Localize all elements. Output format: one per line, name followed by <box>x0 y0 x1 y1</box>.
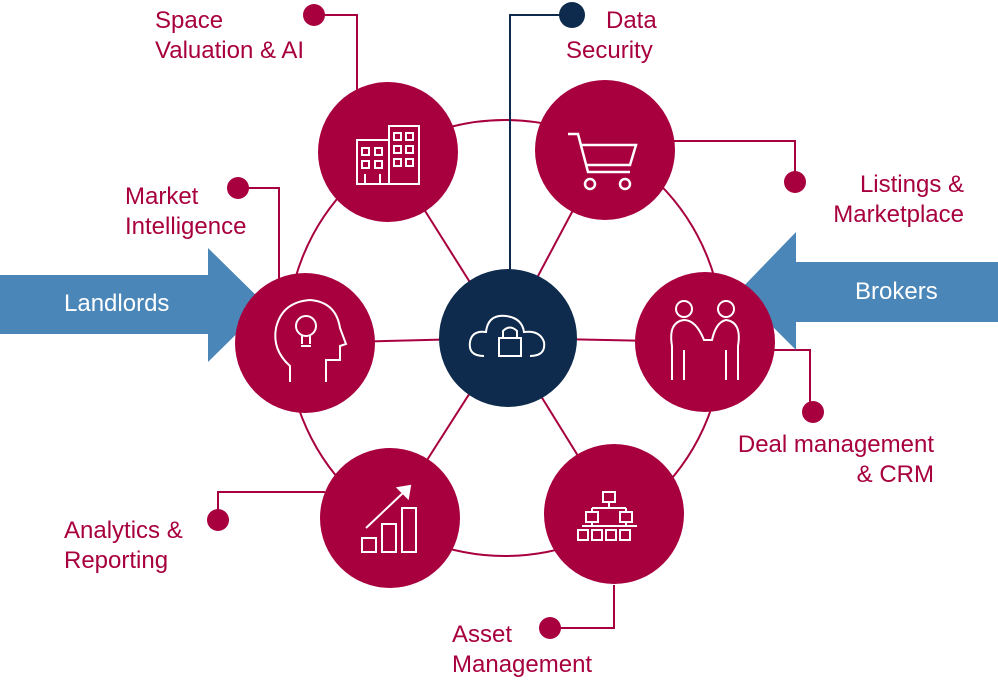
label-hub: Data Security <box>566 6 657 66</box>
head-lightbulb-icon <box>274 298 348 382</box>
label-listings-line1: Listings & <box>859 171 964 198</box>
connector-deal <box>758 349 811 410</box>
dot-space-valuation <box>303 4 325 26</box>
connector-asset <box>550 585 615 629</box>
connector-dots <box>207 4 824 639</box>
label-analytics-line2: Reporting <box>64 547 169 574</box>
label-market-line1: Market <box>125 183 199 210</box>
node-listings <box>535 80 675 220</box>
node-market <box>235 273 375 413</box>
label-hub-line2: Security <box>566 37 653 64</box>
label-deal: Deal management & CRM <box>738 430 934 490</box>
label-analytics-line1: Analytics & <box>64 517 183 544</box>
dot-deal <box>802 401 824 423</box>
label-analytics: Analytics & Reporting <box>64 516 183 576</box>
node-deal <box>635 272 775 412</box>
dot-asset <box>539 617 561 639</box>
handshake-icon <box>670 300 740 380</box>
label-listings-line2: Marketplace <box>833 201 964 228</box>
right-arrow-label: Brokers <box>855 278 938 305</box>
building-icon <box>356 125 420 185</box>
label-asset-line1: Asset <box>452 621 513 648</box>
growth-chart-icon <box>361 484 417 553</box>
label-listings: Listings & Marketplace <box>833 170 964 230</box>
label-market-line2: Intelligence <box>125 213 247 240</box>
label-deal-line2: & CRM <box>856 461 934 488</box>
node-analytics <box>320 448 460 588</box>
dot-analytics <box>207 509 229 531</box>
node-asset <box>544 444 684 584</box>
label-market: Market Intelligence <box>125 182 246 242</box>
label-asset: Asset Management <box>452 620 592 680</box>
dot-market <box>227 177 249 199</box>
right-arrow <box>738 232 998 350</box>
label-space-valuation: Space Valuation & AI <box>155 6 304 66</box>
dot-hub <box>559 2 585 28</box>
label-hub-line1: Data <box>606 7 657 34</box>
connector-market <box>238 187 280 285</box>
connector-analytics <box>217 491 325 520</box>
label-deal-line1: Deal management <box>737 431 934 458</box>
left-arrow-label: Landlords <box>64 290 170 317</box>
connector-listings <box>674 140 796 182</box>
label-space-valuation-line1: Space <box>155 7 224 34</box>
connectors <box>217 14 811 629</box>
dot-listings <box>784 171 806 193</box>
cloud-lock-icon <box>468 314 546 357</box>
label-asset-line2: Management <box>452 651 593 678</box>
shopping-cart-icon <box>568 132 638 191</box>
left-arrow <box>0 248 266 362</box>
org-chart-icon <box>577 491 637 541</box>
connector-hub <box>509 14 570 270</box>
label-space-valuation-line2: Valuation & AI <box>155 37 304 64</box>
connector-space-valuation <box>314 14 358 100</box>
